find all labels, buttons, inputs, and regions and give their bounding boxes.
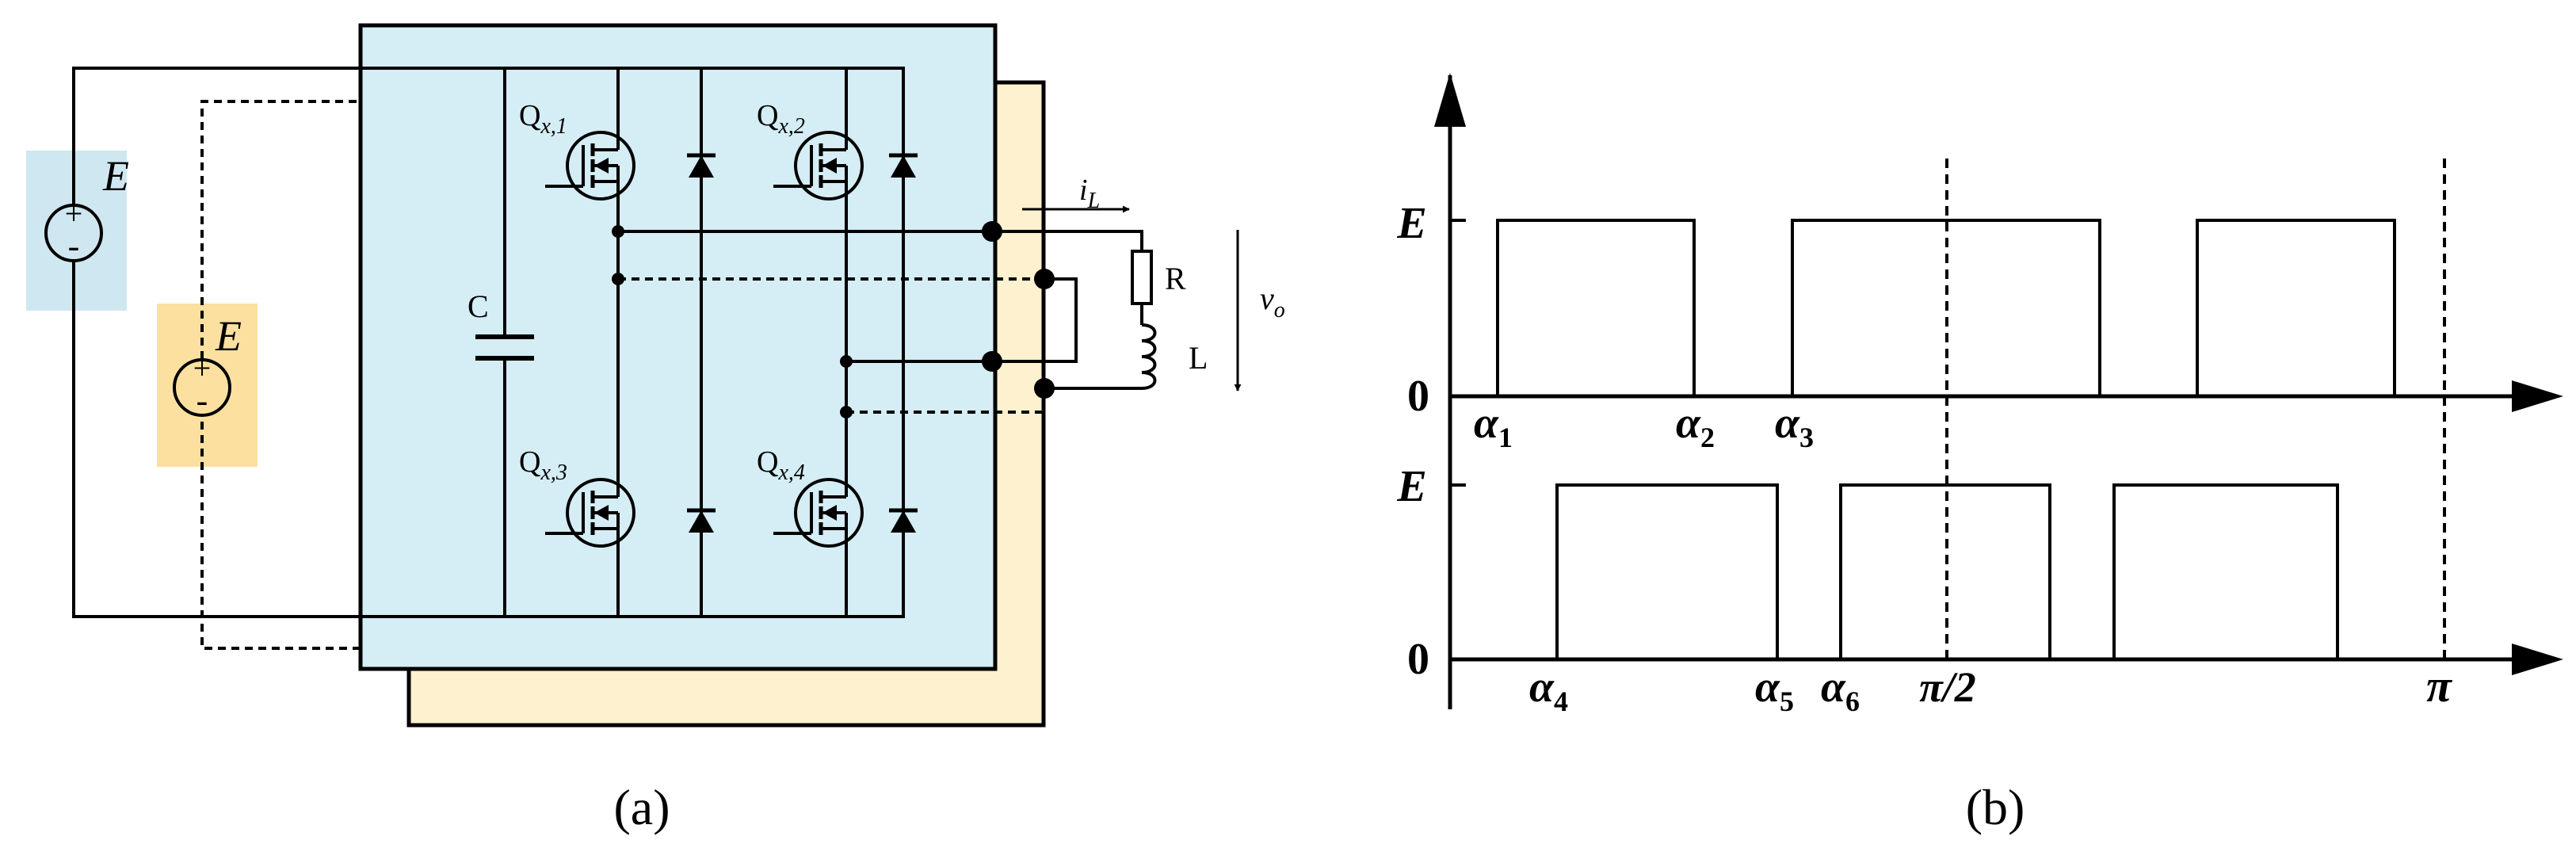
bottom-y-label-e: E — [1396, 462, 1426, 511]
voltage-source-1: + - E — [44, 152, 129, 265]
panel-a-caption: (a) — [613, 779, 670, 835]
inductor — [1141, 323, 1157, 390]
current-label: iL — [1079, 174, 1100, 213]
output-wiring — [618, 230, 1143, 390]
alpha-3-label: α3 — [1775, 399, 1814, 453]
voltage-label: vo — [1260, 281, 1285, 323]
inductor-label: L — [1189, 340, 1208, 376]
bottom-y-label-0: 0 — [1407, 635, 1429, 684]
bottom-pulse-1 — [1555, 483, 1779, 659]
capacitor-label: C — [467, 288, 489, 324]
top-pulse-3 — [2196, 219, 2396, 396]
source-1-label: E — [102, 152, 129, 200]
top-y-label-e: E — [1396, 199, 1426, 248]
panel-a-circuit: + - E + - E C — [26, 23, 1285, 835]
voltage-source-2: + - E — [173, 312, 242, 420]
junctions — [612, 221, 1055, 418]
alpha-1-label: α1 — [1474, 399, 1513, 453]
panel-b-waveforms: E 0 E 0 α1 α2 α3 α4 α5 α6 π/2 π (b) — [1396, 73, 2563, 835]
alpha-6-label: α6 — [1821, 663, 1860, 717]
top-x-axis-arrow — [2512, 380, 2563, 412]
alpha-2-label: α2 — [1676, 399, 1715, 453]
source-1-highlight — [26, 151, 127, 311]
resistor — [1131, 250, 1153, 305]
top-pulse-2 — [1791, 219, 2101, 396]
alpha-5-label: α5 — [1755, 663, 1794, 717]
alpha-4-label: α4 — [1529, 663, 1568, 717]
switch-q4-label: Qx,4 — [757, 445, 805, 485]
source-2-label: E — [215, 312, 242, 360]
pi-half-label: π/2 — [1919, 663, 1975, 711]
panel-b-caption: (b) — [1966, 779, 2025, 835]
resistor-label: R — [1165, 261, 1186, 296]
source-2-wiring — [200, 100, 361, 650]
y-axis-arrow — [1434, 73, 1466, 127]
top-y-label-0: 0 — [1407, 372, 1429, 421]
blue-module — [358, 23, 998, 671]
source-2-plus: + — [193, 350, 212, 386]
bottom-pulse-3 — [2112, 483, 2339, 659]
source-1-minus: - — [68, 227, 80, 265]
switch-q3-label: Qx,3 — [519, 445, 567, 485]
source-2-minus: - — [197, 381, 208, 420]
capacitor: C — [467, 288, 534, 361]
output-wiring-dashed — [618, 277, 1044, 414]
switch-q2-label: Qx,2 — [757, 99, 805, 139]
source-1-plus: + — [65, 196, 83, 231]
bottom-x-axis-arrow — [2512, 644, 2563, 675]
top-pulse-1 — [1496, 219, 1696, 396]
pi-label: π — [2426, 660, 2452, 712]
switch-q1-label: Qx,1 — [519, 99, 567, 139]
